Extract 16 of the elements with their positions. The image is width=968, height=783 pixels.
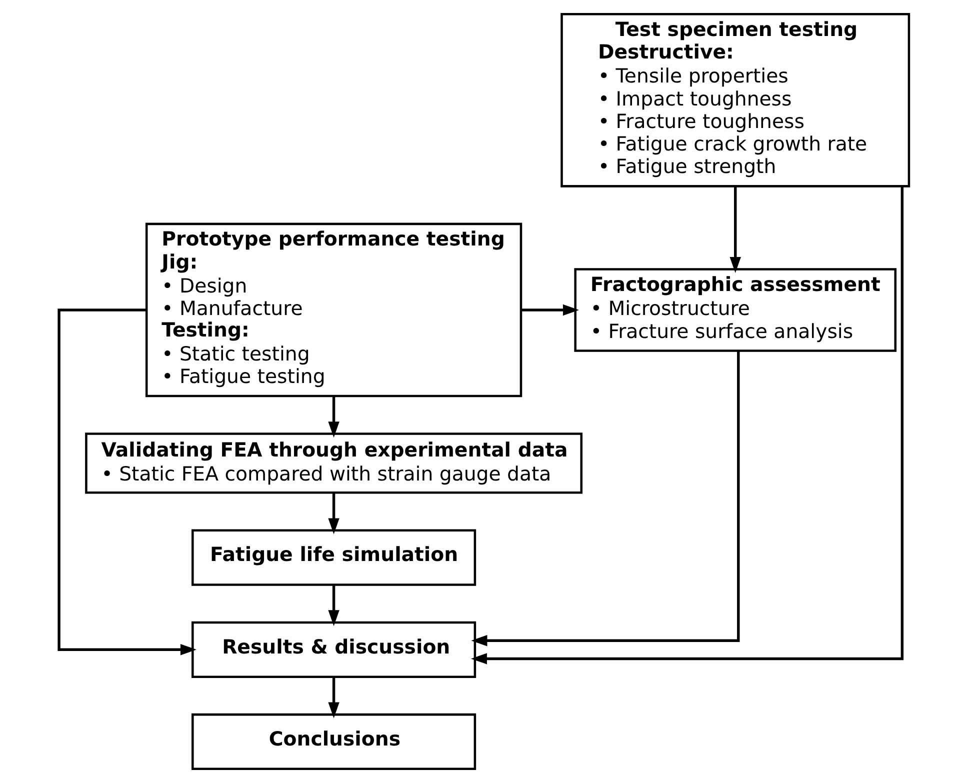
arrow	[471, 351, 740, 646]
arrow	[730, 186, 741, 274]
arrow	[328, 493, 340, 534]
arrow	[521, 304, 579, 316]
node-box: Fatigue life simulation	[192, 529, 476, 586]
node-box: Test specimen testing Destructive: • Tensile properties • Impact toughness • Fracture toughness • Fatigue crack growth rate • Fatigue strength	[560, 12, 910, 188]
arrow	[470, 186, 904, 664]
node-box: Validating FEA through experimental data • Static FEA compared with strain gauge data	[85, 432, 582, 494]
arrow	[328, 396, 340, 438]
node-box: Prototype performance testing Jig: • Design • Manufacture Testing: • Static testing • Fatigue testing	[145, 222, 522, 398]
arrow	[58, 308, 196, 656]
node-box: Conclusions	[192, 713, 476, 770]
node-box: Fractographic assessment • Microstructure • Fracture surface analysis	[574, 268, 896, 352]
node-box: Results & discussion	[192, 621, 476, 678]
arrow	[328, 677, 340, 718]
arrow	[328, 585, 340, 626]
